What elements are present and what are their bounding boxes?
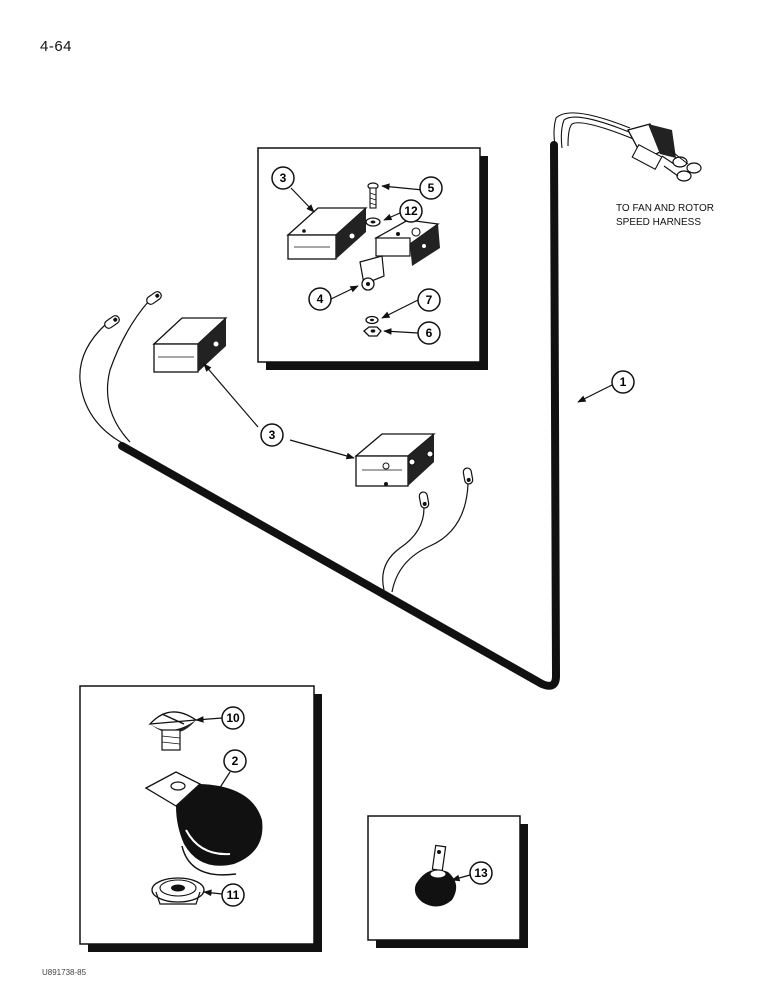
callout-label: 11 [227, 888, 240, 902]
ground-wire-leads-right [382, 467, 474, 593]
leader-lines [195, 183, 613, 897]
callout-label: 2 [232, 754, 239, 768]
callout-label: 12 [404, 204, 418, 218]
callout-label: 13 [474, 866, 488, 880]
micro-switch-detail [286, 207, 368, 260]
micro-switch-right [354, 433, 436, 487]
callout-label: 5 [428, 181, 435, 195]
small-clamp-detail-box [367, 815, 528, 948]
callout-harness: 1 [611, 370, 635, 394]
harness-note-line-2: SPEED HARNESS [616, 217, 702, 228]
actuator-bracket [359, 219, 440, 291]
callout-spacer: 12 [399, 199, 423, 223]
micro-switch-left [152, 317, 228, 373]
callout-lock-washer: 7 [417, 288, 441, 312]
callout-label: 6 [426, 326, 433, 340]
callout-nut: 6 [417, 321, 441, 345]
harness-connection-note: TO FAN AND ROTOR SPEED HARNESS [616, 202, 714, 230]
screw-5 [367, 182, 379, 209]
figure-code: U891738-85 [42, 968, 87, 977]
callout-clamp: 2 [223, 749, 247, 773]
harness-connector [627, 123, 702, 182]
callout-label: 3 [269, 428, 276, 442]
callout-clamp-screw: 10 [221, 706, 245, 730]
callout-flange-nut: 11 [221, 883, 245, 907]
wiring-harness [118, 112, 637, 690]
callout-screw: 5 [419, 176, 443, 200]
callout-label: 10 [226, 711, 240, 725]
small-clamp-13 [414, 844, 457, 907]
page-number: 4-64 [40, 38, 73, 55]
callout-small-clamp: 13 [469, 861, 493, 885]
p-clamp-2 [144, 771, 263, 876]
callout-label: 1 [620, 375, 627, 389]
spacer-12 [365, 217, 381, 227]
callout-switch-top: 3 [271, 166, 295, 190]
ground-wire-leads-left [79, 291, 162, 445]
callout-label: 7 [426, 293, 433, 307]
callout-label: 3 [280, 171, 287, 185]
callout-actuator-bracket: 4 [308, 287, 332, 311]
callout-switch-bottom: 3 [260, 423, 284, 447]
callout-label: 4 [317, 292, 324, 306]
nut-6 [363, 326, 382, 337]
harness-note-line-1: TO FAN AND ROTOR [616, 203, 714, 214]
clamp-screw-10 [148, 711, 198, 751]
lock-washer-7 [365, 315, 379, 325]
